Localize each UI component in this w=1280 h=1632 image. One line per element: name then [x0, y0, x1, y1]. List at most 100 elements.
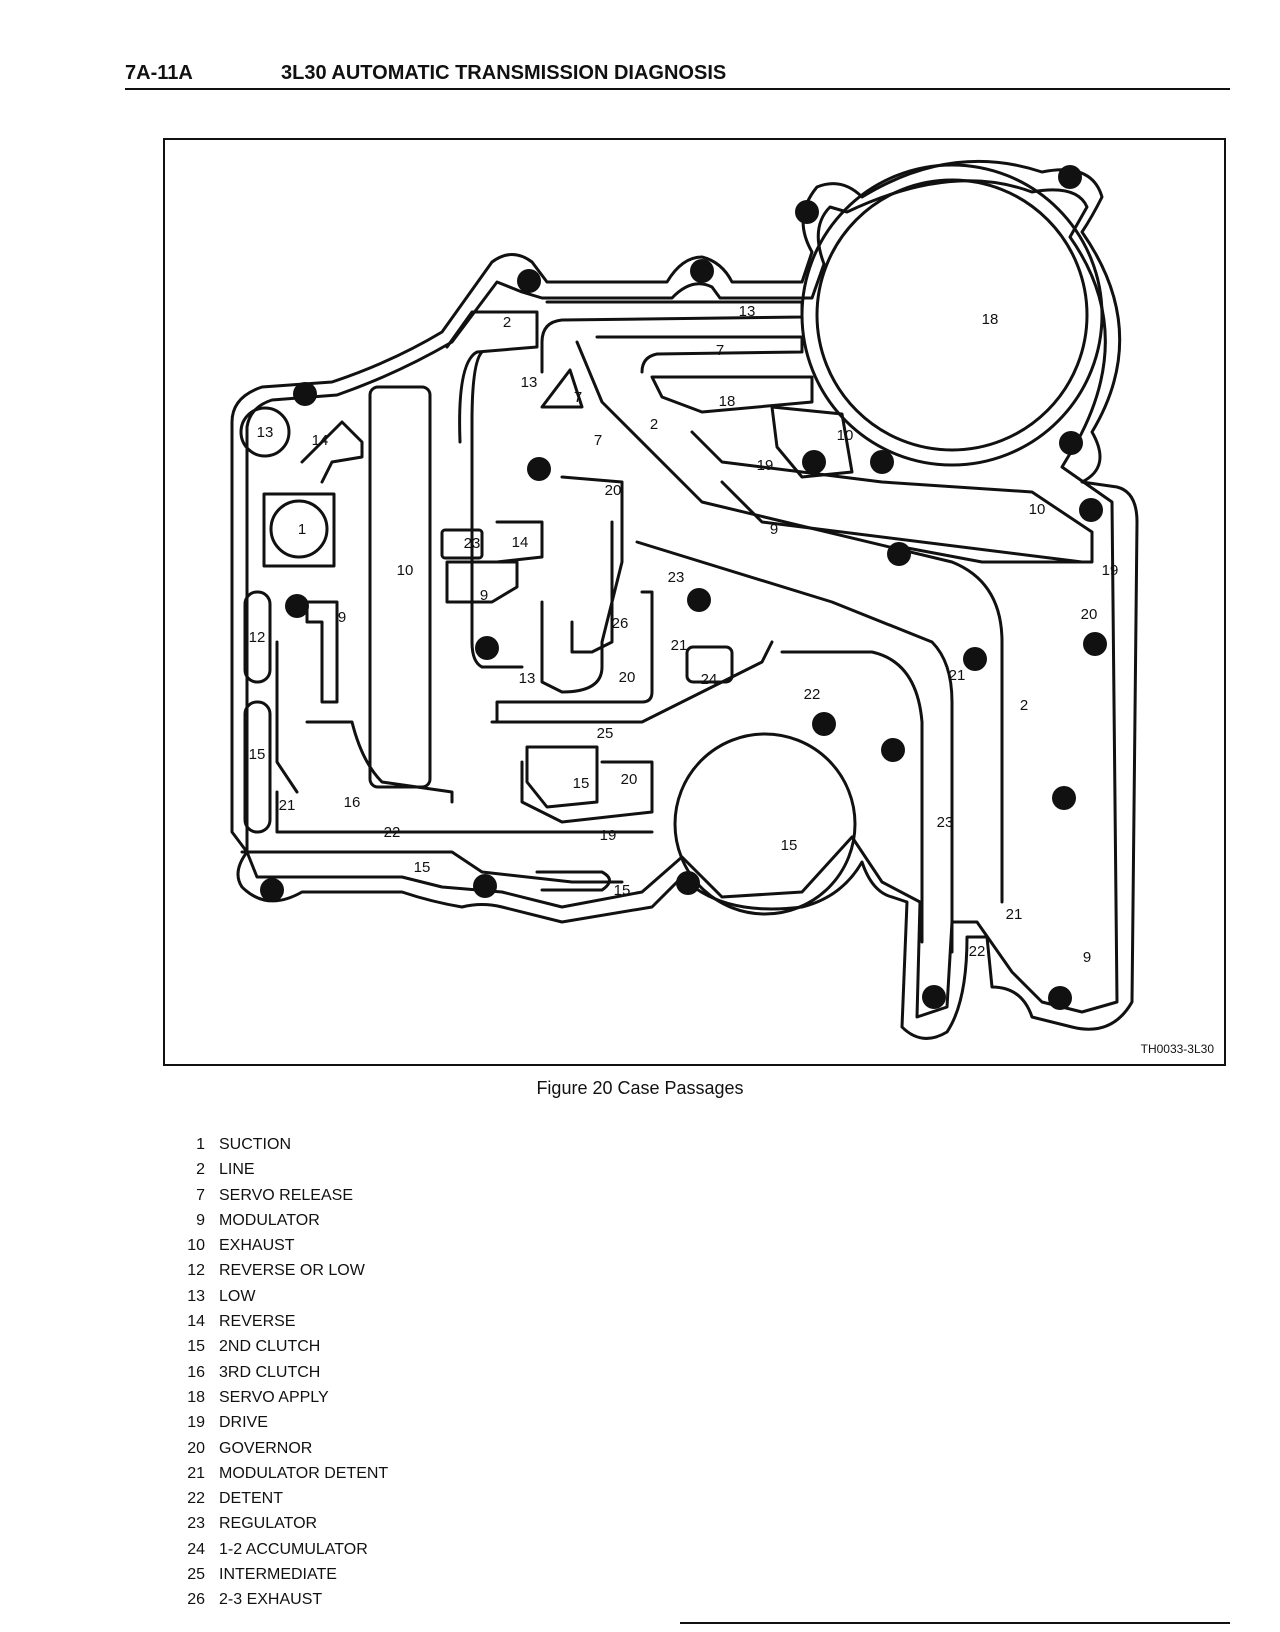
legend-number: 20: [187, 1439, 205, 1457]
passage-label: 15: [414, 859, 431, 876]
bolt-holes: [260, 165, 1107, 1010]
bolt-hole: [293, 382, 317, 406]
legend-number: 18: [187, 1388, 205, 1406]
passage-label: 15: [249, 746, 266, 763]
passage-15-small: [535, 870, 611, 892]
legend-row: 7 SERVO RELEASE: [175, 1183, 388, 1208]
footer-rule: [680, 1622, 1230, 1624]
passage-label: 20: [619, 669, 636, 686]
bore-15: [673, 732, 857, 916]
passage-label: 15: [573, 775, 590, 792]
passage-label: 20: [1081, 606, 1098, 623]
legend-row: 20 GOVERNOR: [175, 1436, 388, 1461]
passage-label: 21: [949, 667, 966, 684]
chamber-15-mid: [525, 745, 599, 809]
chamber-24: [685, 645, 734, 684]
passage-label: 13: [257, 424, 274, 441]
page-title: 3L30 AUTOMATIC TRANSMISSION DIAGNOSIS: [281, 62, 727, 84]
bolt-hole: [1048, 986, 1072, 1010]
legend-number: 26: [187, 1591, 205, 1609]
legend-number: 13: [187, 1287, 205, 1305]
bolt-hole: [802, 450, 826, 474]
legend-row: 18 SERVO APPLY: [175, 1385, 388, 1410]
passage-label: 16: [344, 794, 361, 811]
bolt-hole: [676, 871, 700, 895]
legend-number: 2: [196, 1161, 205, 1179]
bolt-hole: [475, 636, 499, 660]
passage-label: 10: [397, 562, 414, 579]
bolt-hole: [870, 450, 894, 474]
legend-number: 25: [187, 1566, 205, 1584]
legend-name: LOW: [219, 1287, 256, 1305]
legend-row: 21 MODULATOR DETENT: [175, 1461, 388, 1486]
legend-number: 21: [187, 1464, 205, 1482]
passage-label: 19: [1102, 562, 1119, 579]
passage-label: 19: [757, 457, 774, 474]
legend-number: 15: [187, 1338, 205, 1356]
legend-name: 3RD CLUTCH: [219, 1363, 321, 1381]
passage-15-low: [240, 850, 624, 884]
bolt-hole: [285, 594, 309, 618]
passage-label: 18: [982, 311, 999, 328]
passage-label: 14: [312, 432, 329, 449]
passage-label: 21: [671, 637, 688, 654]
passage-label: 7: [594, 432, 602, 449]
passage-label: 13: [519, 670, 536, 687]
passage-9: [720, 480, 1084, 564]
passage-13-left: [470, 350, 524, 669]
legend-name: SERVO APPLY: [219, 1388, 329, 1406]
passage-label: 18: [719, 393, 736, 410]
legend-name: 2-3 EXHAUST: [219, 1591, 323, 1609]
passage-label: 2: [1020, 697, 1028, 714]
bolt-hole: [922, 985, 946, 1009]
legend-name: REVERSE: [219, 1313, 296, 1331]
passage-label: 23: [464, 535, 481, 552]
legend-number: 9: [196, 1211, 205, 1229]
passage-label: 24: [701, 671, 718, 688]
bore-1-box: [262, 492, 336, 568]
legend-name: GOVERNOR: [219, 1439, 313, 1457]
legend-name: REVERSE OR LOW: [219, 1262, 365, 1280]
legend-number: 10: [187, 1237, 205, 1255]
passage-label: 22: [384, 824, 401, 841]
chamber-10: [368, 385, 432, 789]
passage-23: [635, 540, 954, 954]
passage-label: 2: [503, 314, 511, 331]
legend-name: SUCTION: [219, 1136, 291, 1153]
legend-name: SERVO RELEASE: [219, 1186, 353, 1204]
passage-label: 23: [668, 569, 685, 586]
legend-name: DETENT: [219, 1490, 283, 1508]
passage-label: 22: [804, 686, 821, 703]
passage-label: 14: [512, 534, 529, 551]
chamber-12: [243, 590, 272, 684]
passage-22: [780, 650, 924, 944]
legend-name: MODULATOR DETENT: [219, 1464, 389, 1482]
passage-label: 26: [612, 615, 629, 632]
legend-number: 7: [196, 1186, 205, 1204]
passage-label: 1: [298, 521, 306, 538]
legend-number: 16: [187, 1363, 205, 1381]
legend-number: 14: [187, 1313, 205, 1331]
passage-label: 9: [1083, 949, 1091, 966]
legend-row: 13 LOW: [175, 1284, 388, 1309]
passage-26: [570, 520, 614, 654]
chamber-7: [540, 368, 584, 409]
passage-9-left: [305, 600, 339, 704]
legend-row: 16 3RD CLUTCH: [175, 1360, 388, 1385]
bore-13: [239, 406, 291, 458]
legend-name: 1-2 ACCUMULATOR: [219, 1540, 368, 1558]
passage-label: 9: [770, 521, 778, 538]
passage-label: 7: [716, 342, 724, 359]
chamber-15-left: [243, 700, 272, 834]
bolt-hole: [1058, 165, 1082, 189]
legend-number: 12: [187, 1262, 205, 1280]
figure-code: TH0033-3L30: [1140, 1042, 1214, 1056]
bore-1: [269, 499, 329, 559]
